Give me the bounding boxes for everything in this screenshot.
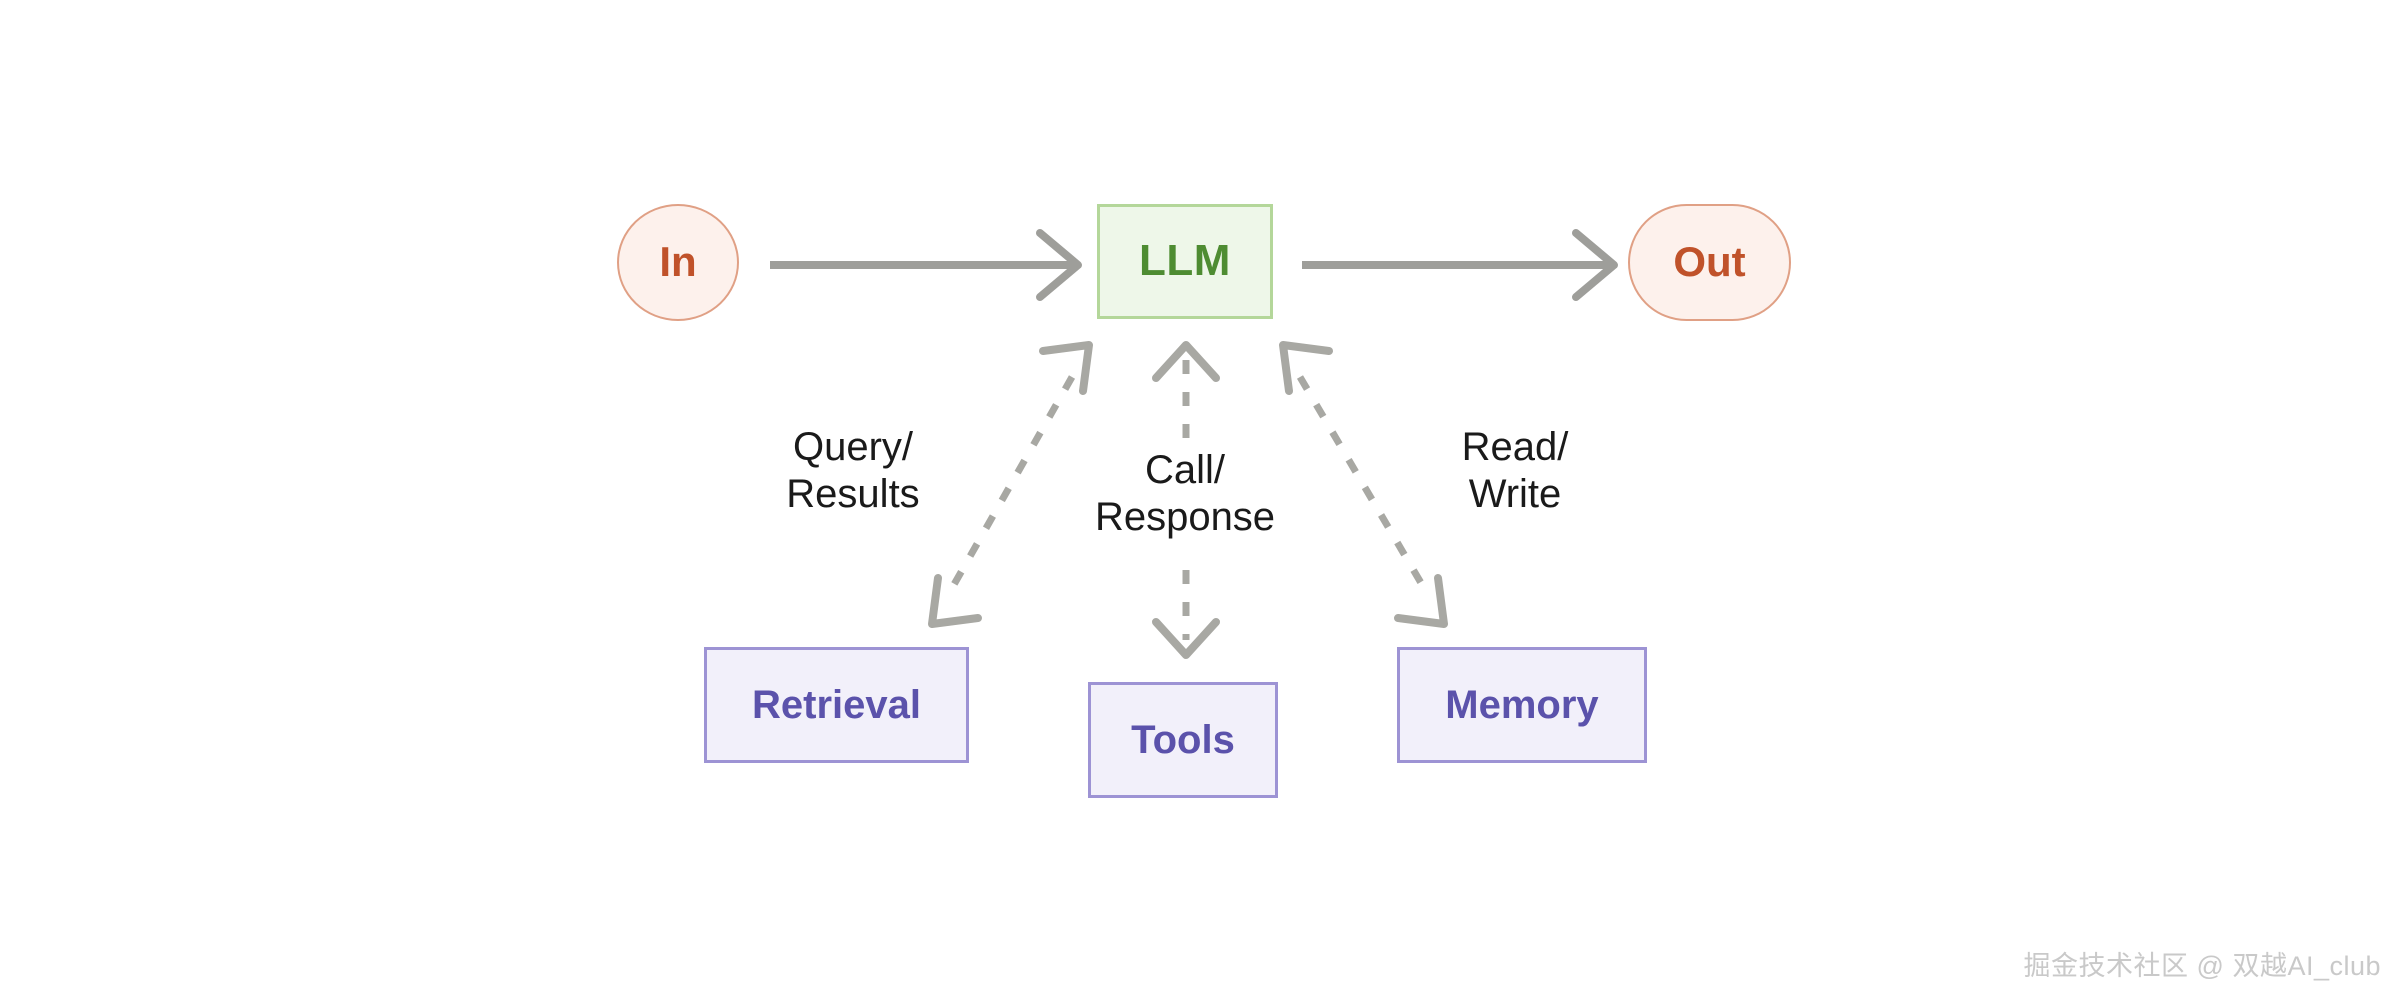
node-tools[interactable]: Tools: [1088, 682, 1278, 798]
edge-llm-to-out: [1302, 229, 1618, 301]
edge-label-query-results: Query/ Results: [786, 425, 920, 516]
node-in[interactable]: In: [617, 204, 739, 321]
edge-label-call-response: Call/ Response: [1094, 448, 1276, 539]
node-memory[interactable]: Memory: [1397, 647, 1647, 763]
node-llm[interactable]: LLM: [1097, 204, 1273, 319]
node-retrieval[interactable]: Retrieval: [704, 647, 969, 763]
edge-in-to-llm: [770, 229, 1082, 301]
edge-label-read-write: Read/ Write: [1461, 425, 1569, 516]
watermark: 掘金技术社区 @ 双越AI_club: [2023, 951, 2381, 981]
node-out[interactable]: Out: [1628, 204, 1791, 321]
